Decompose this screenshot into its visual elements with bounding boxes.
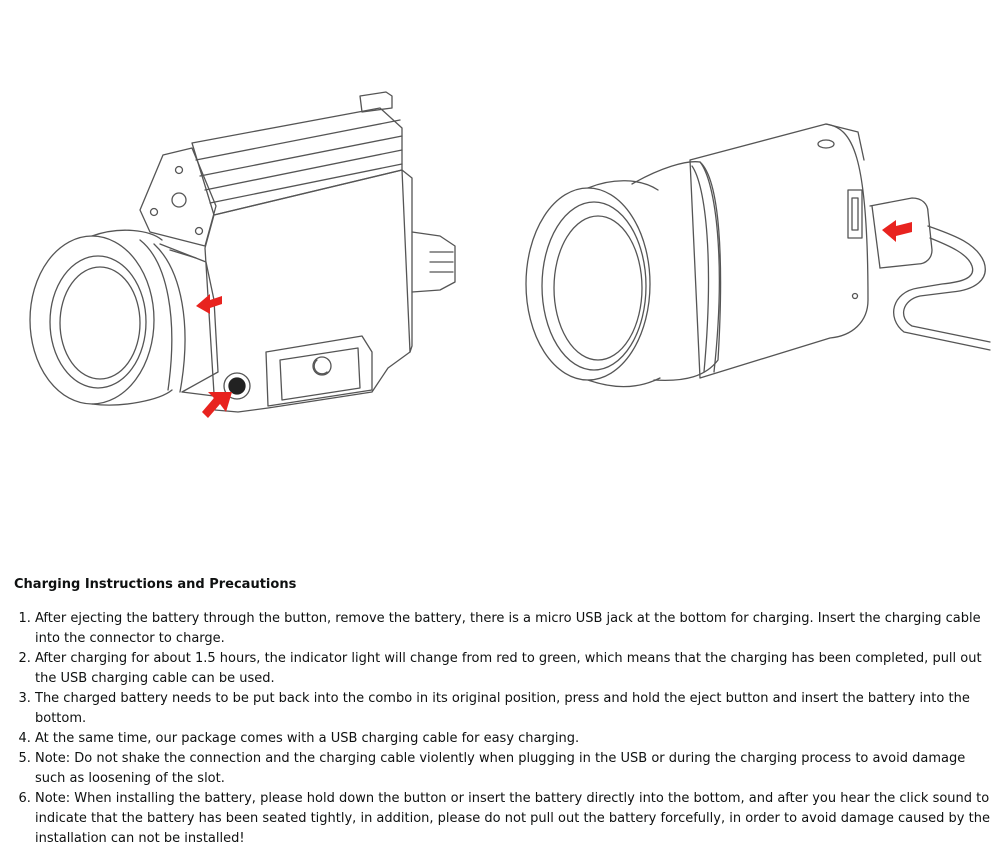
red-arrows <box>196 220 912 418</box>
arrow-usb-port-icon <box>882 220 912 242</box>
instruction-step-4: At the same time, our package comes with… <box>35 729 990 749</box>
arrow-eject-button-icon <box>202 392 232 418</box>
battery-pack-drawing <box>525 123 991 388</box>
arrow-battery-release-icon <box>196 294 222 314</box>
instruction-step-3: The charged battery needs to be put back… <box>35 689 990 729</box>
instruction-step-2: After charging for about 1.5 hours, the … <box>35 649 990 689</box>
instruction-list: After ejecting the battery through the b… <box>0 609 990 849</box>
illustration-svg <box>29 91 991 418</box>
instruction-step-6: Note: When installing the battery, pleas… <box>35 789 990 849</box>
product-illustration <box>29 91 991 418</box>
instruction-step-1: After ejecting the battery through the b… <box>35 609 990 649</box>
instruction-step-5: Note: Do not shake the connection and th… <box>35 749 990 789</box>
flashlight-drawing <box>29 91 456 413</box>
section-title: Charging Instructions and Precautions <box>14 577 297 592</box>
